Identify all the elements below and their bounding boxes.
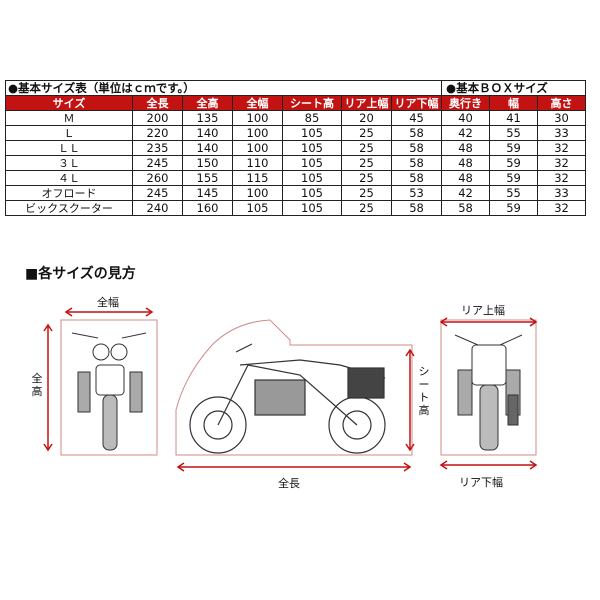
- box-table-title: ●基本ＢＯＸサイズ: [441, 80, 587, 96]
- rear-top-width-label: リア上幅: [461, 304, 505, 317]
- table-cell: 32: [537, 170, 587, 186]
- table-cell: 105: [232, 200, 283, 216]
- full-width-arrow: [64, 307, 154, 317]
- seat-height-label: シート高: [418, 365, 430, 417]
- side-bike-sketch: [189, 343, 386, 454]
- full-height-label: 全高: [31, 372, 43, 398]
- table-cell: 105: [282, 200, 342, 216]
- table-cell: 100: [232, 185, 283, 201]
- table-cell: 41: [489, 110, 539, 126]
- table-header-row: サイズ 全長 全高 全幅 シート高 リア上幅 リア下幅 奥行き 幅 高さ: [5, 95, 587, 111]
- front-bike-sketch: [71, 332, 147, 451]
- table-title: ●基本サイズ表（単位はｃｍです。）: [4, 80, 443, 96]
- header-size: サイズ: [5, 95, 133, 111]
- rear-top-width-arrow: [439, 317, 538, 327]
- table-cell: 32: [537, 200, 587, 216]
- size-name-cell: オフロード: [5, 185, 133, 201]
- size-table: ●基本サイズ表（単位はｃｍです。） ●基本ＢＯＸサイズ サイズ 全長 全高 全幅…: [4, 80, 587, 216]
- table-cell: 55: [489, 125, 539, 141]
- full-length-label: 全長: [278, 477, 300, 490]
- full-length-arrow: [176, 462, 412, 472]
- rear-bottom-width-arrow: [439, 460, 538, 470]
- full-width-label: 全幅: [97, 296, 119, 309]
- header-width: 全幅: [232, 95, 283, 111]
- table-cell: 105: [282, 170, 342, 186]
- table-cell: 200: [132, 110, 183, 126]
- header-box-width: 幅: [489, 95, 539, 111]
- full-height-arrow: [43, 323, 53, 452]
- rear-bike-sketch: [454, 334, 523, 451]
- table-cell: 110: [232, 155, 283, 171]
- guide-title: ■各サイズの見方: [25, 266, 136, 282]
- table-cell: 58: [390, 125, 443, 141]
- header-height: 全高: [182, 95, 233, 111]
- table-cell: 58: [390, 200, 443, 216]
- table-cell: 140: [182, 125, 233, 141]
- size-name-cell: ３Ｌ: [5, 155, 133, 171]
- rear-bottom-width-label: リア下幅: [459, 476, 503, 489]
- table-cell: 58: [390, 140, 443, 156]
- header-box-height: 高さ: [537, 95, 587, 111]
- table-cell: 58: [441, 200, 491, 216]
- table-cell: 245: [132, 155, 183, 171]
- table-title-row: ●基本サイズ表（単位はｃｍです。） ●基本ＢＯＸサイズ: [4, 80, 587, 96]
- table-cell: 100: [232, 125, 283, 141]
- table-cell: 260: [132, 170, 183, 186]
- size-name-cell: ＬＬ: [5, 140, 133, 156]
- table-cell: 59: [489, 200, 539, 216]
- header-seat-height: シート高: [282, 95, 342, 111]
- header-rear-bottom: リア下幅: [390, 95, 443, 111]
- table-cell: 240: [132, 200, 183, 216]
- seat-height-arrow: [405, 348, 415, 452]
